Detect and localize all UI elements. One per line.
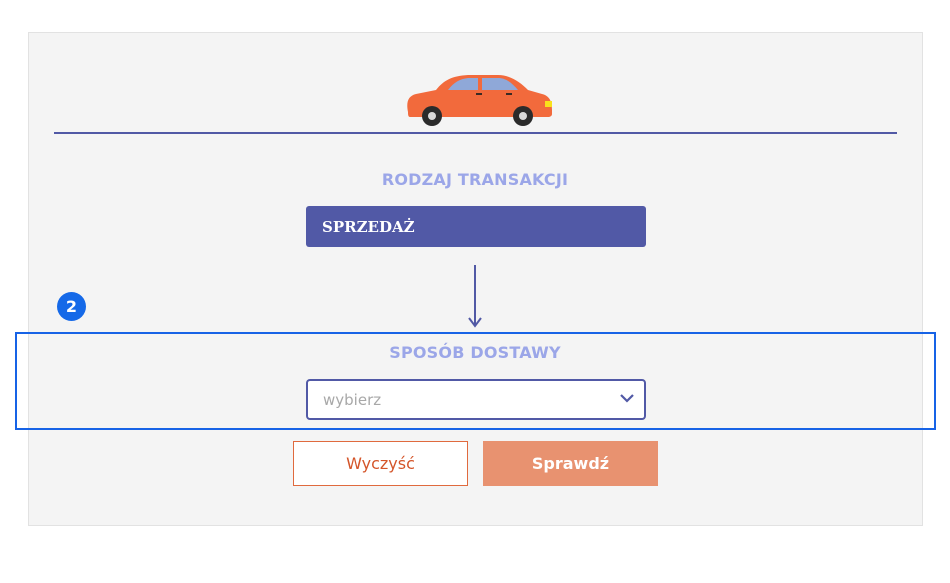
transaction-type-value: SPRZEDAŻ [322, 217, 415, 236]
chevron-down-icon [620, 394, 634, 403]
transaction-type-title: RODZAJ TRANSAKCJI [381, 170, 569, 189]
clear-button-label: Wyczyść [346, 454, 415, 473]
check-button[interactable]: Sprawdź [483, 441, 658, 486]
clear-button[interactable]: Wyczyść [293, 441, 468, 486]
delivery-method-value: wybierz [323, 390, 382, 409]
step-number-badge: 2 [57, 292, 86, 321]
arrow-down-icon [468, 265, 482, 328]
delivery-method-select[interactable]: wybierz [306, 379, 646, 420]
active-step-highlight [15, 332, 936, 430]
transaction-type-selected[interactable]: SPRZEDAŻ [306, 206, 646, 247]
divider-line [54, 132, 897, 134]
check-button-label: Sprawdź [531, 454, 610, 473]
delivery-method-title: SPOSÓB DOSTAWY [389, 343, 561, 362]
car-icon [407, 75, 552, 126]
